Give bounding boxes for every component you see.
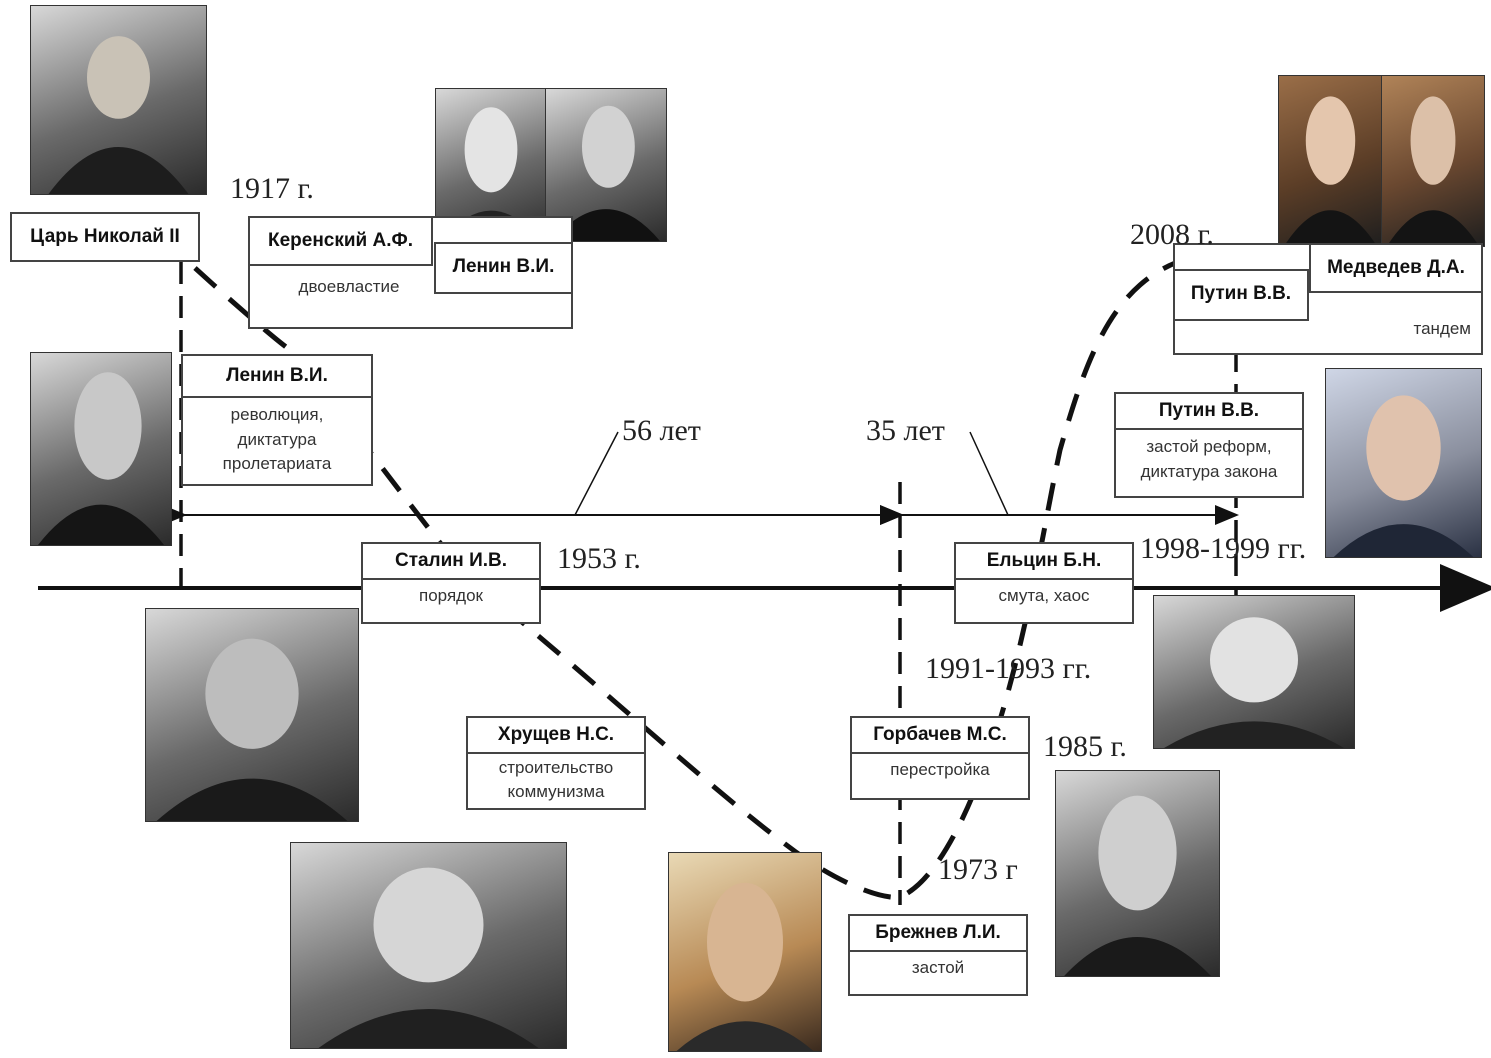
leader-role: строительство коммунизма bbox=[468, 752, 644, 809]
leader-box-khrushchev: Хрущев Н.С. строительство коммунизма bbox=[466, 716, 646, 810]
leader-name: Путин В.В. bbox=[1158, 400, 1260, 421]
leader-name: Керенский А.Ф. bbox=[250, 218, 433, 266]
leader-name: Путин В.В. bbox=[1190, 283, 1292, 304]
year-label-1998: 1998-1999 гг. bbox=[1140, 532, 1307, 565]
leader-box-brezhnev: Брежнев Л.И. застой bbox=[848, 914, 1028, 996]
year-label-1917: 1917 г. bbox=[230, 172, 314, 205]
leader-name: Царь Николай II bbox=[30, 226, 180, 247]
year-label-1991: 1991-1993 гг. bbox=[925, 652, 1092, 685]
leader-role: перестройка bbox=[852, 752, 1028, 787]
leader-role: порядок bbox=[363, 578, 539, 613]
portrait-stalin bbox=[145, 608, 359, 822]
leader-box-gorbachev: Горбачев М.С. перестройка bbox=[850, 716, 1030, 800]
leader-name: Ленин В.И. bbox=[452, 256, 555, 277]
leader-box-kerensky: Керенский А.Ф. двоевластие bbox=[248, 216, 573, 329]
leader-role: революция, диктатура пролетариата bbox=[183, 396, 371, 482]
leader-name: Ельцин Б.Н. bbox=[986, 550, 1102, 571]
leader-box-tandem: Медведев Д.А. Путин В.В. тандем bbox=[1173, 243, 1483, 355]
leader-box-lenin: Ленин В.И. революция, диктатура пролетар… bbox=[181, 354, 373, 486]
portrait-medvedev bbox=[1278, 75, 1383, 247]
leader-name: Ленин В.И. bbox=[226, 365, 328, 386]
leader-box-nicholas-ii: Царь Николай II bbox=[10, 212, 200, 262]
interval-label-56: 56 лет bbox=[622, 414, 701, 447]
portrait-putin bbox=[1325, 368, 1482, 558]
portrait-brezhnev bbox=[668, 852, 822, 1052]
year-label-2008: 2008 г. bbox=[1130, 218, 1214, 251]
leader-box-putin-1999: Путин В.В. застой реформ, диктатура зако… bbox=[1114, 392, 1304, 498]
portrait-gorbachev bbox=[1055, 770, 1220, 977]
leader-56 bbox=[574, 431, 619, 516]
leader-role: застой реформ, диктатура закона bbox=[1116, 428, 1302, 489]
portrait-nicholas-ii bbox=[30, 5, 207, 195]
leader-box-putin-2008: Путин В.В. bbox=[1173, 269, 1309, 321]
portrait-yeltsin bbox=[1153, 595, 1355, 749]
portrait-putin-2 bbox=[1381, 75, 1485, 247]
leader-name: Горбачев М.С. bbox=[873, 724, 1007, 745]
leader-name: Брежнев Л.И. bbox=[875, 922, 1001, 943]
leader-name: Сталин И.В. bbox=[394, 550, 508, 571]
year-label-1953: 1953 г. bbox=[557, 542, 641, 575]
leader-role: смута, хаос bbox=[956, 578, 1132, 613]
leader-box-medvedev: Медведев Д.А. bbox=[1309, 245, 1481, 293]
leader-box-stalin: Сталин И.В. порядок bbox=[361, 542, 541, 624]
leader-name: Хрущев Н.С. bbox=[497, 724, 615, 745]
year-label-1985: 1985 г. bbox=[1043, 730, 1127, 763]
leader-role: застой bbox=[850, 950, 1026, 985]
leader-box-yeltsin: Ельцин Б.Н. смута, хаос bbox=[954, 542, 1134, 624]
leader-name: Медведев Д.А. bbox=[1327, 257, 1465, 278]
leader-35 bbox=[969, 431, 1009, 516]
leader-role: тандем bbox=[1413, 319, 1472, 338]
leader-role: двоевластие bbox=[298, 277, 400, 296]
interval-label-35: 35 лет bbox=[866, 414, 945, 447]
portrait-lenin-2 bbox=[30, 352, 172, 546]
portrait-khrushchev bbox=[290, 842, 567, 1049]
year-label-1973: 1973 г bbox=[938, 853, 1018, 886]
leader-box-lenin-1917: Ленин В.И. bbox=[434, 242, 573, 294]
